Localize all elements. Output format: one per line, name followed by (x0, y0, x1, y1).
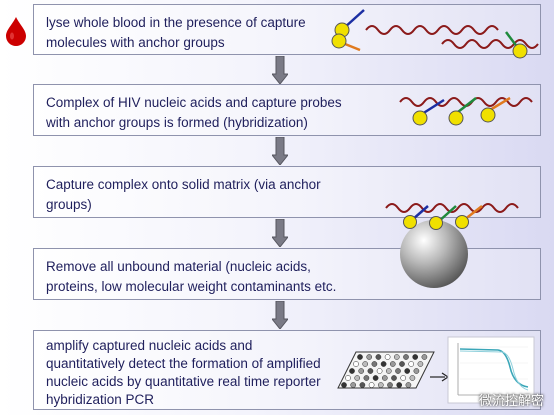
microplate-well (385, 368, 392, 374)
microplate-well (408, 361, 415, 367)
microplate-well (400, 375, 407, 381)
microplate-well (367, 368, 374, 374)
microplate-well (391, 375, 397, 381)
step-4-line-1: Remove all unbound material (nucleic aci… (46, 259, 311, 274)
microplate-well (421, 354, 428, 360)
flow-arrow-3 (270, 218, 290, 248)
real-time-pcr-graph-illustration (447, 336, 535, 404)
microplate-well (359, 382, 366, 388)
step-1-line-2: molecules with anchor groups (46, 35, 225, 50)
step-3-line-1: Capture complex onto solid matrix (via a… (46, 177, 321, 192)
microplate-well (363, 375, 370, 381)
step-5-line-4: hybridization PCR (46, 392, 155, 407)
step-5-line-1: amplify captured nucleic acids and (46, 338, 253, 353)
result-arrow-icon (430, 372, 450, 382)
microplate-well (345, 375, 351, 381)
capture-molecules-illustration (331, 9, 539, 59)
microplate-well (362, 361, 369, 367)
microplate-well (354, 375, 361, 381)
step-5-line-3: nucleic acids by quantitative real time … (46, 374, 321, 389)
microplate-well (384, 354, 391, 360)
microplate-well (381, 375, 388, 381)
hybridized-complex-illustration (399, 96, 533, 126)
step-4-line-2: proteins, low molecular weight contamina… (46, 279, 337, 294)
microplate-well (377, 382, 384, 388)
step-1-line-1: lyse whole blood in the presence of capt… (46, 15, 306, 30)
step-2-line-2: with anchor groups is formed (hybridizat… (46, 115, 308, 130)
microplate-well (409, 375, 416, 381)
microplate-well (403, 354, 409, 360)
microplate-well (341, 382, 347, 388)
microplate-well (389, 361, 396, 367)
step-1-lyse-blood: lyse whole blood in the presence of capt… (33, 4, 541, 55)
microplate-well (358, 368, 365, 374)
microplate-well (405, 382, 412, 388)
microplate-well (368, 382, 375, 388)
microplate-well (372, 375, 379, 381)
microplate-well (399, 361, 405, 367)
microplate-well (417, 361, 424, 367)
step-2-line-1: Complex of HIV nucleic acids and capture… (46, 95, 342, 110)
microplate-well (412, 354, 419, 360)
microplate-well (350, 382, 357, 388)
step-1-text: lyse whole blood in the presence of capt… (46, 13, 306, 53)
flow-arrow-1 (270, 55, 290, 85)
step-3-text: Capture complex onto solid matrix (via a… (46, 175, 321, 215)
step-3-line-2: groups) (46, 197, 92, 212)
microplate-well (353, 361, 359, 367)
watermark-label: 微流控解密 (478, 393, 544, 408)
microplate-well (387, 382, 393, 388)
pcr-microplate-illustration (337, 351, 435, 389)
solid-matrix-bead-illustration (385, 203, 519, 288)
microplate-well (396, 382, 403, 388)
flow-arrow-4 (270, 300, 290, 330)
microplate-well (376, 368, 383, 374)
step-5-line-2: quantitatively detect the formation of a… (46, 356, 321, 371)
microplate-well (349, 368, 355, 374)
microplate-well (366, 354, 373, 360)
microplate-well (413, 368, 420, 374)
microplate-well (393, 354, 400, 360)
blood-drop-icon (6, 17, 26, 46)
step-5-text: amplify captured nucleic acids and quant… (46, 337, 321, 409)
microplate-well (357, 354, 363, 360)
microplate-well (375, 354, 382, 360)
step-4-text: Remove all unbound material (nucleic aci… (46, 257, 336, 297)
microplate-well (404, 368, 411, 374)
microplate-well (371, 361, 378, 367)
microplate-well (380, 361, 387, 367)
microplate-well (395, 368, 401, 374)
step-2-text: Complex of HIV nucleic acids and capture… (46, 93, 342, 133)
flow-arrow-2 (270, 136, 290, 166)
step-2-hybridization: Complex of HIV nucleic acids and capture… (33, 84, 541, 136)
